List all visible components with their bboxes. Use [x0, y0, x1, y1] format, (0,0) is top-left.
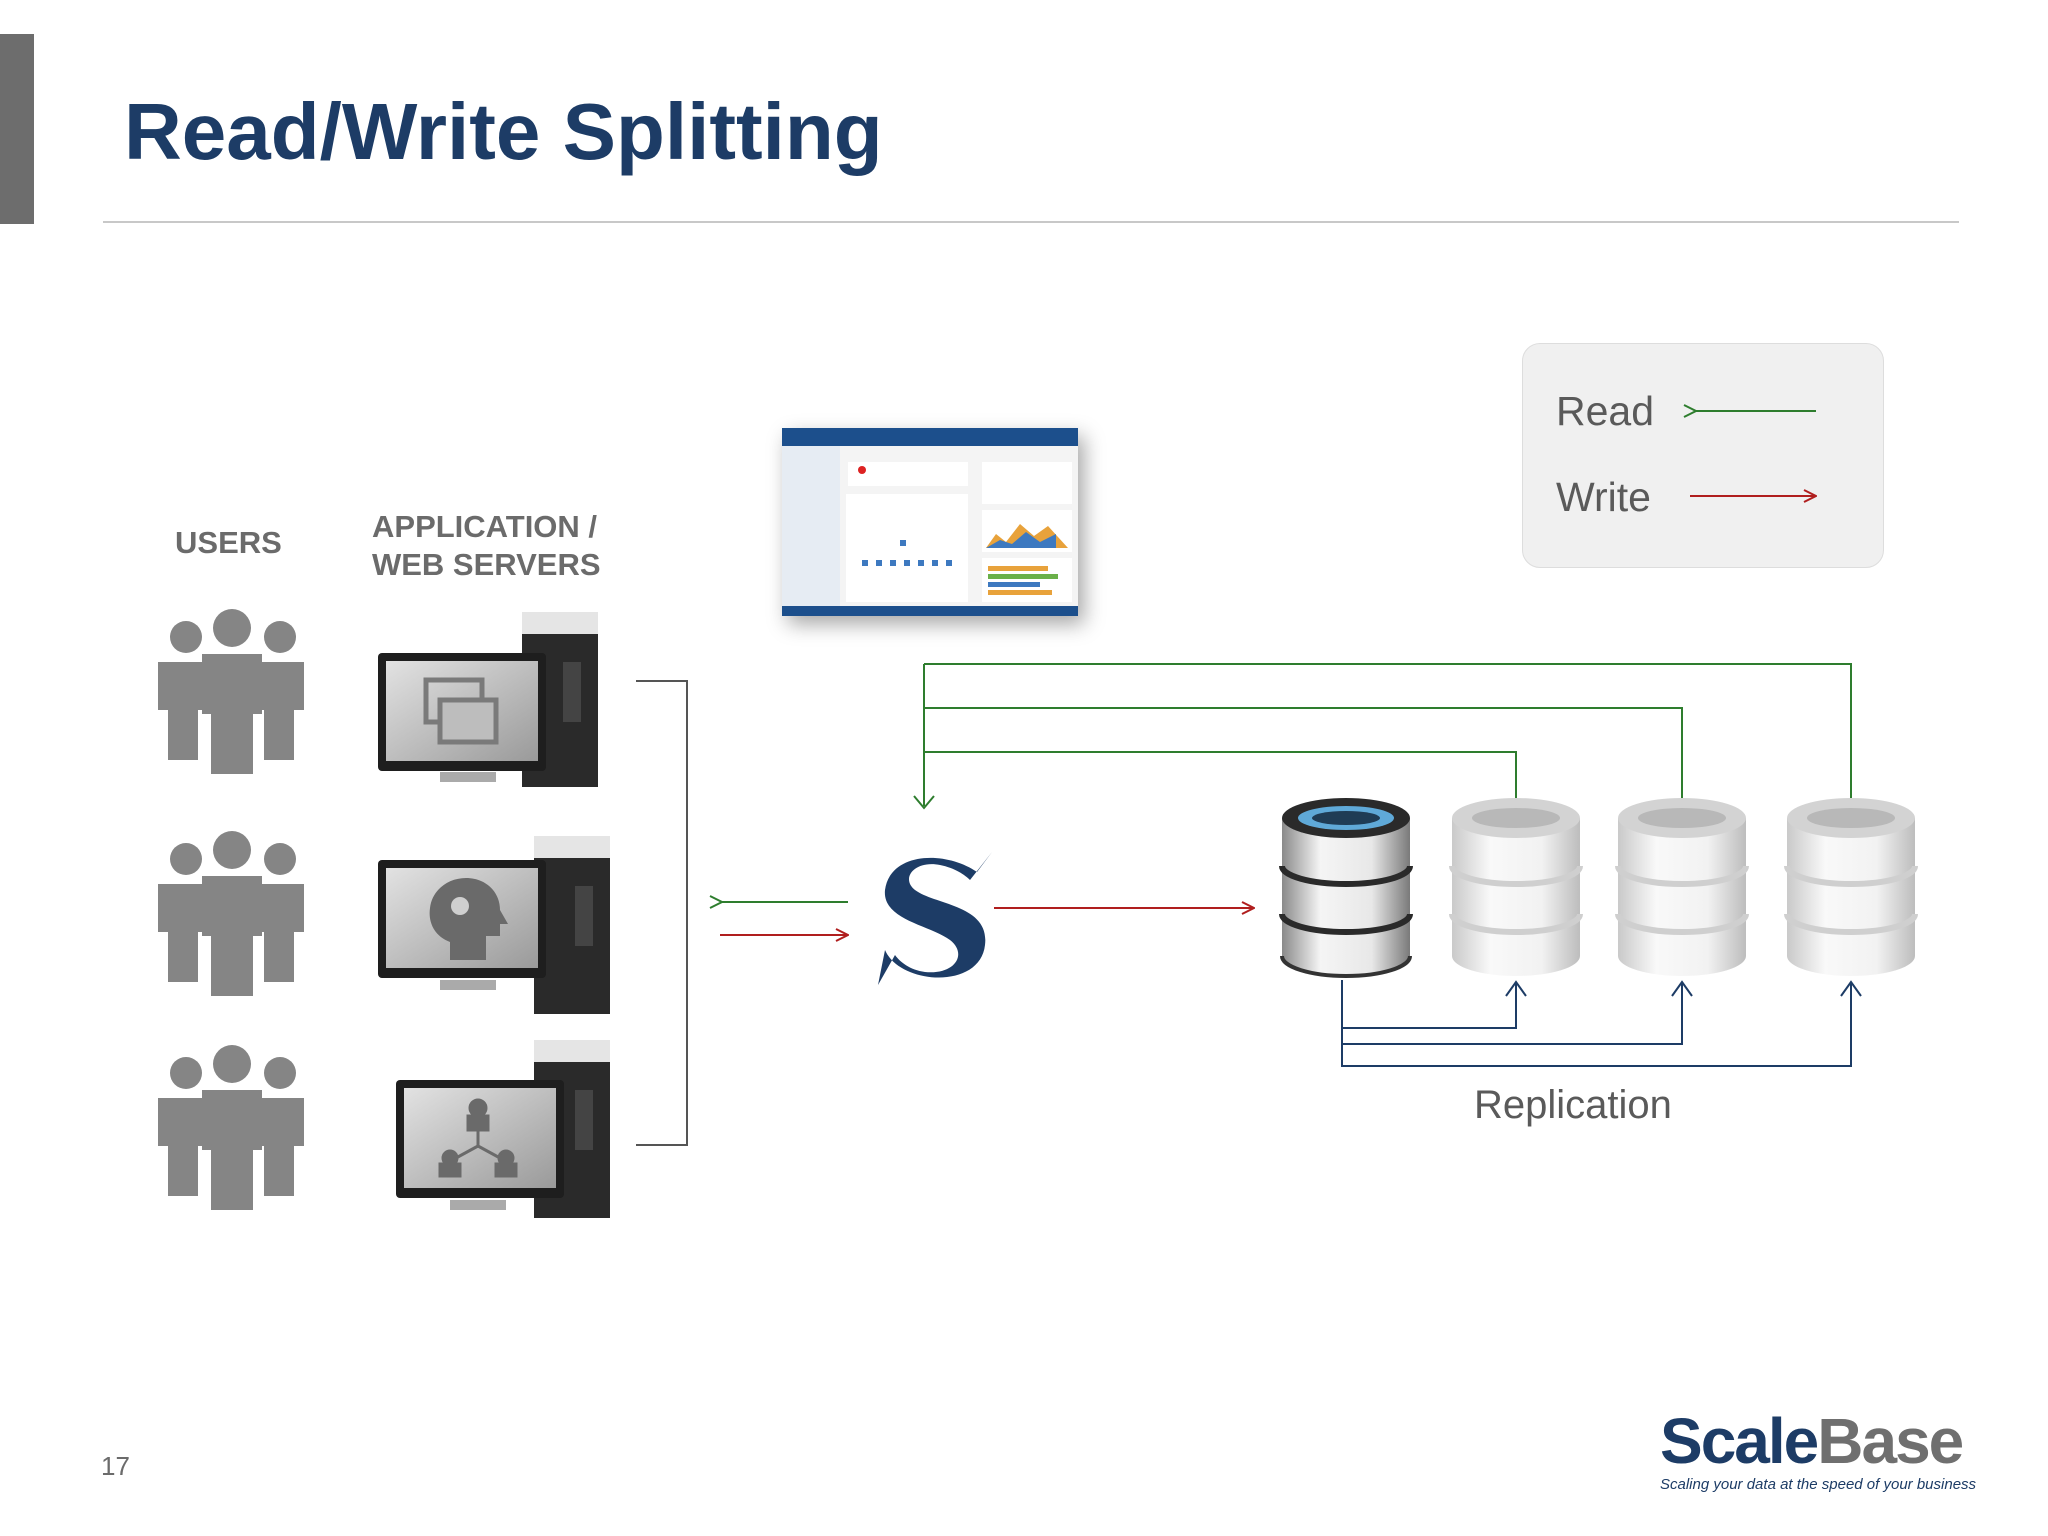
scalebase-logo: ScaleBase Scaling your data at the speed… [1660, 1408, 1990, 1493]
read-arrowhead-to-proxy [913, 795, 935, 810]
master-database-icon [1279, 798, 1413, 978]
users-group-icon [158, 1045, 304, 1210]
servers-label-line1: APPLICATION / [372, 509, 598, 544]
head-gears-icon [429, 878, 508, 960]
logo-wordmark: ScaleBase [1660, 1405, 1964, 1477]
dashboard-screenshot [782, 428, 1078, 616]
servers-label: APPLICATION / WEB SERVERS [372, 508, 601, 584]
servers-label-line2: WEB SERVERS [372, 547, 601, 582]
servers-bracket [636, 680, 688, 1146]
org-chart-icon [438, 1098, 518, 1178]
logo-tagline: Scaling your data at the speed of your b… [1660, 1476, 1977, 1493]
users-label: USERS [175, 525, 282, 560]
legend-read-label: Read [1556, 388, 1655, 434]
legend-write-label: Write [1556, 474, 1651, 520]
slide-title: Read/Write Splitting [124, 87, 883, 176]
scalebase-proxy-icon [878, 852, 992, 985]
users-group-icon [158, 831, 304, 996]
replication-paths [1341, 980, 1862, 1067]
replica-database-icon [1449, 798, 1583, 976]
replica-database-icon [1784, 798, 1918, 976]
windows-icon [423, 677, 499, 745]
server-computer [378, 836, 610, 1014]
page-number: 17 [101, 1451, 130, 1481]
title-divider [103, 221, 1959, 223]
legend [1522, 343, 1884, 568]
accent-bar [0, 34, 34, 224]
users-group-icon [158, 609, 304, 774]
server-computer [378, 612, 598, 787]
read-paths [923, 663, 1852, 806]
replica-database-icon [1615, 798, 1749, 976]
server-computer [396, 1040, 610, 1218]
replication-label: Replication [1474, 1083, 1672, 1127]
